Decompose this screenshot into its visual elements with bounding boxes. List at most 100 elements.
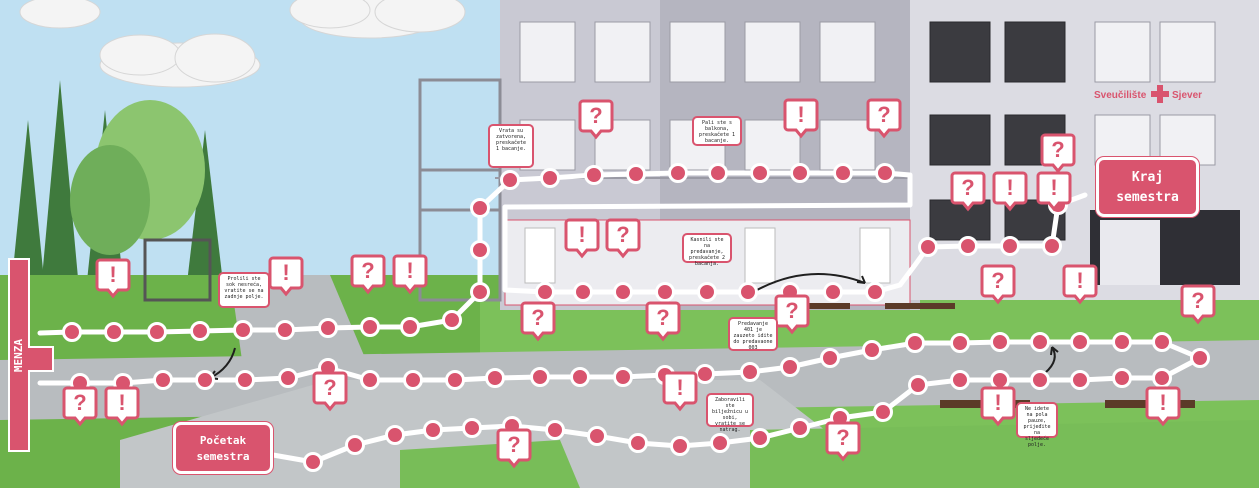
board-space[interactable]	[990, 370, 1010, 390]
board-space[interactable]	[790, 163, 810, 183]
board-space[interactable]	[1112, 368, 1132, 388]
board-space[interactable]	[535, 282, 555, 302]
exclamation-mark-icon[interactable]: !	[1145, 386, 1181, 427]
board-space[interactable]	[1000, 236, 1020, 256]
question-mark-icon[interactable]: ?	[950, 171, 986, 212]
board-space[interactable]	[1030, 332, 1050, 352]
board-space[interactable]	[584, 165, 604, 185]
board-space[interactable]	[790, 418, 810, 438]
board-space[interactable]	[500, 170, 520, 190]
end-sign[interactable]: Kraj semestra	[1096, 157, 1199, 217]
board-space[interactable]	[613, 367, 633, 387]
board-space[interactable]	[385, 425, 405, 445]
question-mark-icon[interactable]: ?	[62, 386, 98, 427]
board-space[interactable]	[153, 370, 173, 390]
board-space[interactable]	[1070, 370, 1090, 390]
board-space[interactable]	[950, 333, 970, 353]
board-space[interactable]	[626, 164, 646, 184]
question-mark-icon[interactable]: ?	[312, 371, 348, 412]
exclamation-mark-icon[interactable]: !	[980, 386, 1016, 427]
question-mark-icon[interactable]: ?	[350, 254, 386, 295]
question-mark-icon[interactable]: ?	[578, 99, 614, 140]
exclamation-mark-icon[interactable]: !	[95, 258, 131, 299]
board-space[interactable]	[918, 237, 938, 257]
exclamation-mark-icon[interactable]: !	[104, 386, 140, 427]
question-mark-icon[interactable]: ?	[520, 301, 556, 342]
board-space[interactable]	[147, 322, 167, 342]
question-mark-icon[interactable]: ?	[1180, 284, 1216, 325]
menza-sign[interactable]: MENZA	[8, 258, 30, 452]
board-space[interactable]	[360, 370, 380, 390]
board-space[interactable]	[833, 163, 853, 183]
exclamation-mark-icon[interactable]: !	[1062, 264, 1098, 305]
board-space[interactable]	[908, 375, 928, 395]
board-space[interactable]	[1070, 332, 1090, 352]
exclamation-mark-icon[interactable]: !	[783, 98, 819, 139]
board-space[interactable]	[865, 282, 885, 302]
board-space[interactable]	[573, 282, 593, 302]
board-space[interactable]	[697, 282, 717, 302]
board-space[interactable]	[462, 418, 482, 438]
board-space[interactable]	[820, 348, 840, 368]
exclamation-mark-icon[interactable]: !	[268, 256, 304, 297]
exclamation-mark-icon[interactable]: !	[992, 171, 1028, 212]
exclamation-mark-icon[interactable]: !	[1036, 171, 1072, 212]
board-space[interactable]	[400, 317, 420, 337]
board-space[interactable]	[958, 236, 978, 256]
board-space[interactable]	[950, 370, 970, 390]
question-mark-icon[interactable]: ?	[774, 294, 810, 335]
board-space[interactable]	[540, 168, 560, 188]
question-mark-icon[interactable]: ?	[825, 421, 861, 462]
start-sign[interactable]: Početak semestra	[173, 422, 273, 474]
board-space[interactable]	[668, 163, 688, 183]
board-space[interactable]	[905, 333, 925, 353]
board-space[interactable]	[875, 163, 895, 183]
board-space[interactable]	[278, 368, 298, 388]
board-space[interactable]	[1042, 236, 1062, 256]
board-space[interactable]	[628, 433, 648, 453]
board-space[interactable]	[1112, 332, 1132, 352]
question-mark-icon[interactable]: ?	[866, 98, 902, 139]
board-space[interactable]	[570, 367, 590, 387]
board-space[interactable]	[708, 163, 728, 183]
board-space[interactable]	[485, 368, 505, 388]
board-space[interactable]	[303, 452, 323, 472]
question-mark-icon[interactable]: ?	[980, 264, 1016, 305]
board-space[interactable]	[275, 320, 295, 340]
board-space[interactable]	[195, 370, 215, 390]
board-space[interactable]	[695, 364, 715, 384]
board-space[interactable]	[823, 282, 843, 302]
board-space[interactable]	[780, 357, 800, 377]
board-space[interactable]	[470, 240, 490, 260]
board-space[interactable]	[360, 317, 380, 337]
board-space[interactable]	[873, 402, 893, 422]
exclamation-mark-icon[interactable]: !	[662, 371, 698, 412]
board-space[interactable]	[740, 362, 760, 382]
board-space[interactable]	[670, 436, 690, 456]
question-mark-icon[interactable]: ?	[1040, 133, 1076, 174]
board-space[interactable]	[750, 163, 770, 183]
board-space[interactable]	[442, 310, 462, 330]
question-mark-icon[interactable]: ?	[645, 301, 681, 342]
board-space[interactable]	[613, 282, 633, 302]
board-space[interactable]	[318, 318, 338, 338]
board-space[interactable]	[235, 370, 255, 390]
board-space[interactable]	[530, 367, 550, 387]
board-space[interactable]	[423, 420, 443, 440]
board-space[interactable]	[233, 320, 253, 340]
board-space[interactable]	[545, 420, 565, 440]
exclamation-mark-icon[interactable]: !	[564, 218, 600, 259]
board-space[interactable]	[470, 198, 490, 218]
board-space[interactable]	[470, 282, 490, 302]
board-space[interactable]	[738, 282, 758, 302]
board-space[interactable]	[1152, 368, 1172, 388]
board-space[interactable]	[990, 332, 1010, 352]
board-space[interactable]	[710, 433, 730, 453]
board-space[interactable]	[345, 435, 365, 455]
question-mark-icon[interactable]: ?	[605, 218, 641, 259]
board-space[interactable]	[1152, 332, 1172, 352]
board-space[interactable]	[62, 322, 82, 342]
board-space[interactable]	[104, 322, 124, 342]
board-space[interactable]	[190, 321, 210, 341]
board-space[interactable]	[655, 282, 675, 302]
